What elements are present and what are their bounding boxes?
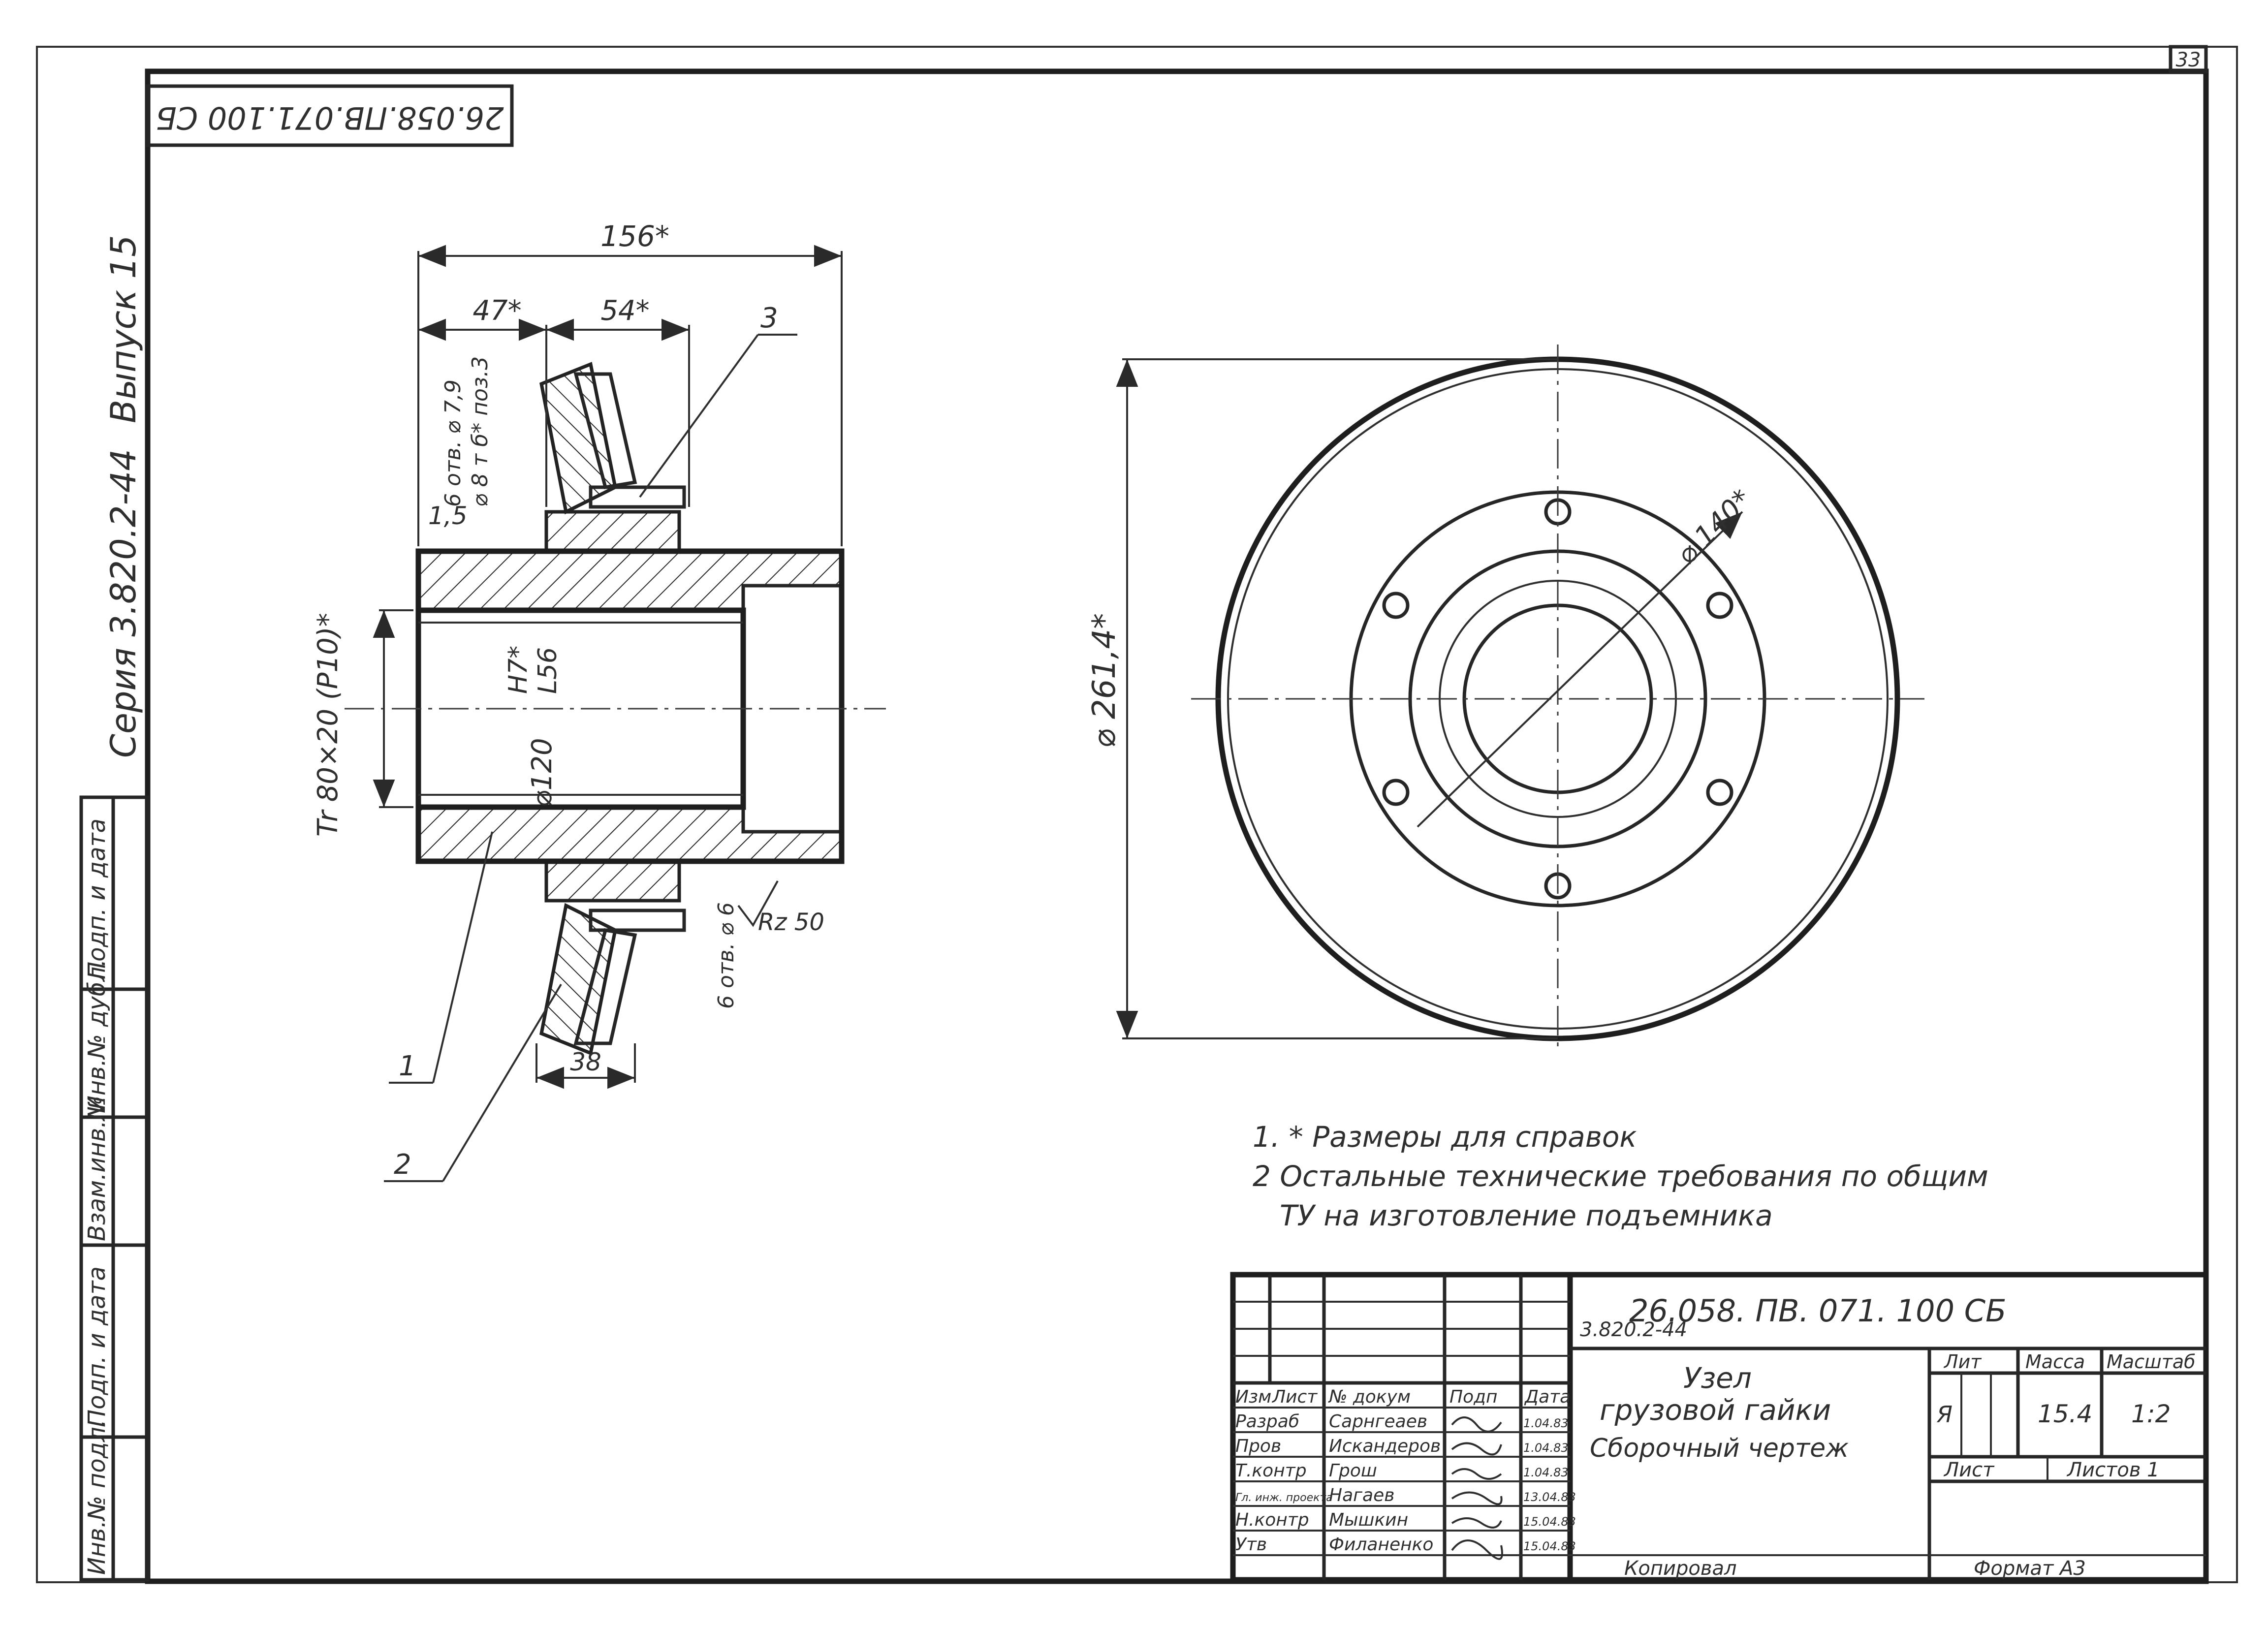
dim-thread: Tr 80×20 (P10)* [312,613,344,837]
svg-text:1.04.83: 1.04.83 [1523,1441,1569,1455]
scale-value: 1:2 [2131,1400,2171,1428]
hdr-mass: Масса [2025,1351,2085,1373]
mass-value: 15.4 [2038,1400,2092,1428]
svg-text:Пров: Пров [1235,1436,1281,1456]
issue-label: Выпуск 15 [103,235,144,423]
svg-text:Н.контр: Н.контр [1235,1510,1309,1530]
signature-rows: Разраб Сарнгеаев 1.04.83 Пров Искандеров… [1235,1411,1576,1560]
dim-chamfer: 1,5 [428,501,468,530]
svg-text:1.04.83: 1.04.83 [1523,1416,1569,1430]
flange-lower [544,859,681,903]
svg-text:15.04.83: 15.04.83 [1523,1539,1576,1553]
flange-upper [544,510,681,553]
holes-top-a: 6 отв. ⌀ 7,9 [441,379,466,507]
dim-left: 47* [472,295,521,327]
fit-bottom: L56 [533,647,563,694]
hdr-change: Изм [1235,1387,1271,1407]
sheet-number: 33 [2176,49,2201,71]
section-view: 156* 47* 54* Tr 80×20 (P10)* ⌀120 H7* L5… [312,219,886,1182]
document-code: 26.058. ПВ. 071. 100 СБ [1629,1293,2007,1329]
holes-top-b: ⌀ 8 т б* поз.3 [468,356,493,507]
title-line-1: Узел [1683,1361,1752,1395]
dim-bore: ⌀120 [526,738,558,807]
fit-top: H7* [504,646,533,694]
series-label: Серия 3.820.2-44 [103,449,144,758]
technical-notes: 1. * Размеры для справок 2 Остальные тех… [1253,1120,1988,1232]
rotated-code-box: 26.058.ПВ.071.100 СБ [146,84,514,147]
front-view: ⌀ 140* ⌀ 261,4* [1086,345,1924,1053]
strip-label-duplicate-inv: Инв.№ дубл. [83,959,111,1113]
strip-label-signature-2: Подп. и дата [83,1266,111,1427]
note-2: 2 Остальные технические требования по об… [1253,1159,1988,1193]
roughness-mark: Rz 50 [758,908,824,936]
svg-text:Т.контр: Т.контр [1235,1461,1307,1481]
dim-bolt-circle: ⌀ 140* [1670,483,1758,571]
svg-text:Филаненко: Филаненко [1329,1535,1433,1555]
callout-2: 2 [394,1149,411,1181]
svg-text:Сарнгеаев: Сарнгеаев [1329,1411,1427,1432]
hdr-sheet: Лист [1271,1387,1318,1407]
outer-sheet-edge [36,46,2238,1583]
strip-label-original-inv: Инв.№ подл. [83,1419,111,1575]
signatures [1451,1416,1503,1560]
svg-text:Гл. инж. проекта: Гл. инж. проекта [1235,1492,1333,1504]
dim-overall-length: 156* [600,219,669,253]
dim-outer-dia: ⌀ 261,4* [1086,613,1123,748]
svg-text:Грош: Грош [1329,1461,1377,1481]
strip-label-replaced-inv: Взам.инв.№ [83,1096,111,1241]
left-signature-strip: Подп. и дата Инв.№ дубл. Взам.инв.№ Подп… [79,795,150,1582]
svg-text:1.04.83: 1.04.83 [1523,1466,1569,1479]
hdr-date: Дата [1524,1387,1571,1407]
hdr-doc-number: № докум [1328,1387,1411,1407]
sheets-label: Листов 1 [2066,1459,2160,1481]
format-label: Формат А3 [1974,1557,2086,1580]
svg-text:Нагаев: Нагаев [1329,1485,1394,1505]
copied-by: Копировал [1624,1557,1737,1580]
dim-mid: 54* [600,295,649,327]
holes-bottom: 6 отв. ⌀ 6 [714,902,739,1009]
hdr-lit: Лит [1943,1351,1982,1373]
svg-text:Искандеров: Искандеров [1329,1436,1441,1456]
callout-1: 1 [399,1050,416,1082]
rotated-code: 26.058.ПВ.071.100 СБ [156,100,504,136]
svg-text:15.04.83: 15.04.83 [1523,1515,1576,1529]
dim-gear-width: 38 [570,1048,601,1076]
note-2-continued: ТУ на изготовление подъемника [1280,1199,1773,1232]
callout-3: 3 [760,302,778,334]
series-code: 3.820.2-44 [1580,1318,1687,1341]
title-line-3: Сборочный чертеж [1590,1434,1849,1463]
svg-text:Утв: Утв [1235,1535,1267,1555]
title-line-2: грузовой гайки [1600,1393,1831,1427]
nut-body-upper [416,549,844,612]
svg-text:Разраб: Разраб [1235,1411,1299,1432]
hdr-signature: Подп [1449,1387,1498,1407]
svg-text:13.04.83: 13.04.83 [1523,1490,1576,1504]
svg-text:Мышкин: Мышкин [1329,1510,1408,1530]
lit-value: Я [1936,1401,1953,1428]
sheet-number-box: 33 [2169,45,2208,73]
sheet-label: Лист [1943,1459,1995,1481]
note-1: 1. * Размеры для справок [1253,1120,1637,1154]
title-block: Изм Лист № докум Подп Дата Разраб Сарнге… [1230,1272,2209,1583]
hdr-scale: Масштаб [2107,1351,2196,1373]
strip-label-signature-1: Подп. и дата [83,818,111,979]
nut-body-lower [416,805,844,863]
